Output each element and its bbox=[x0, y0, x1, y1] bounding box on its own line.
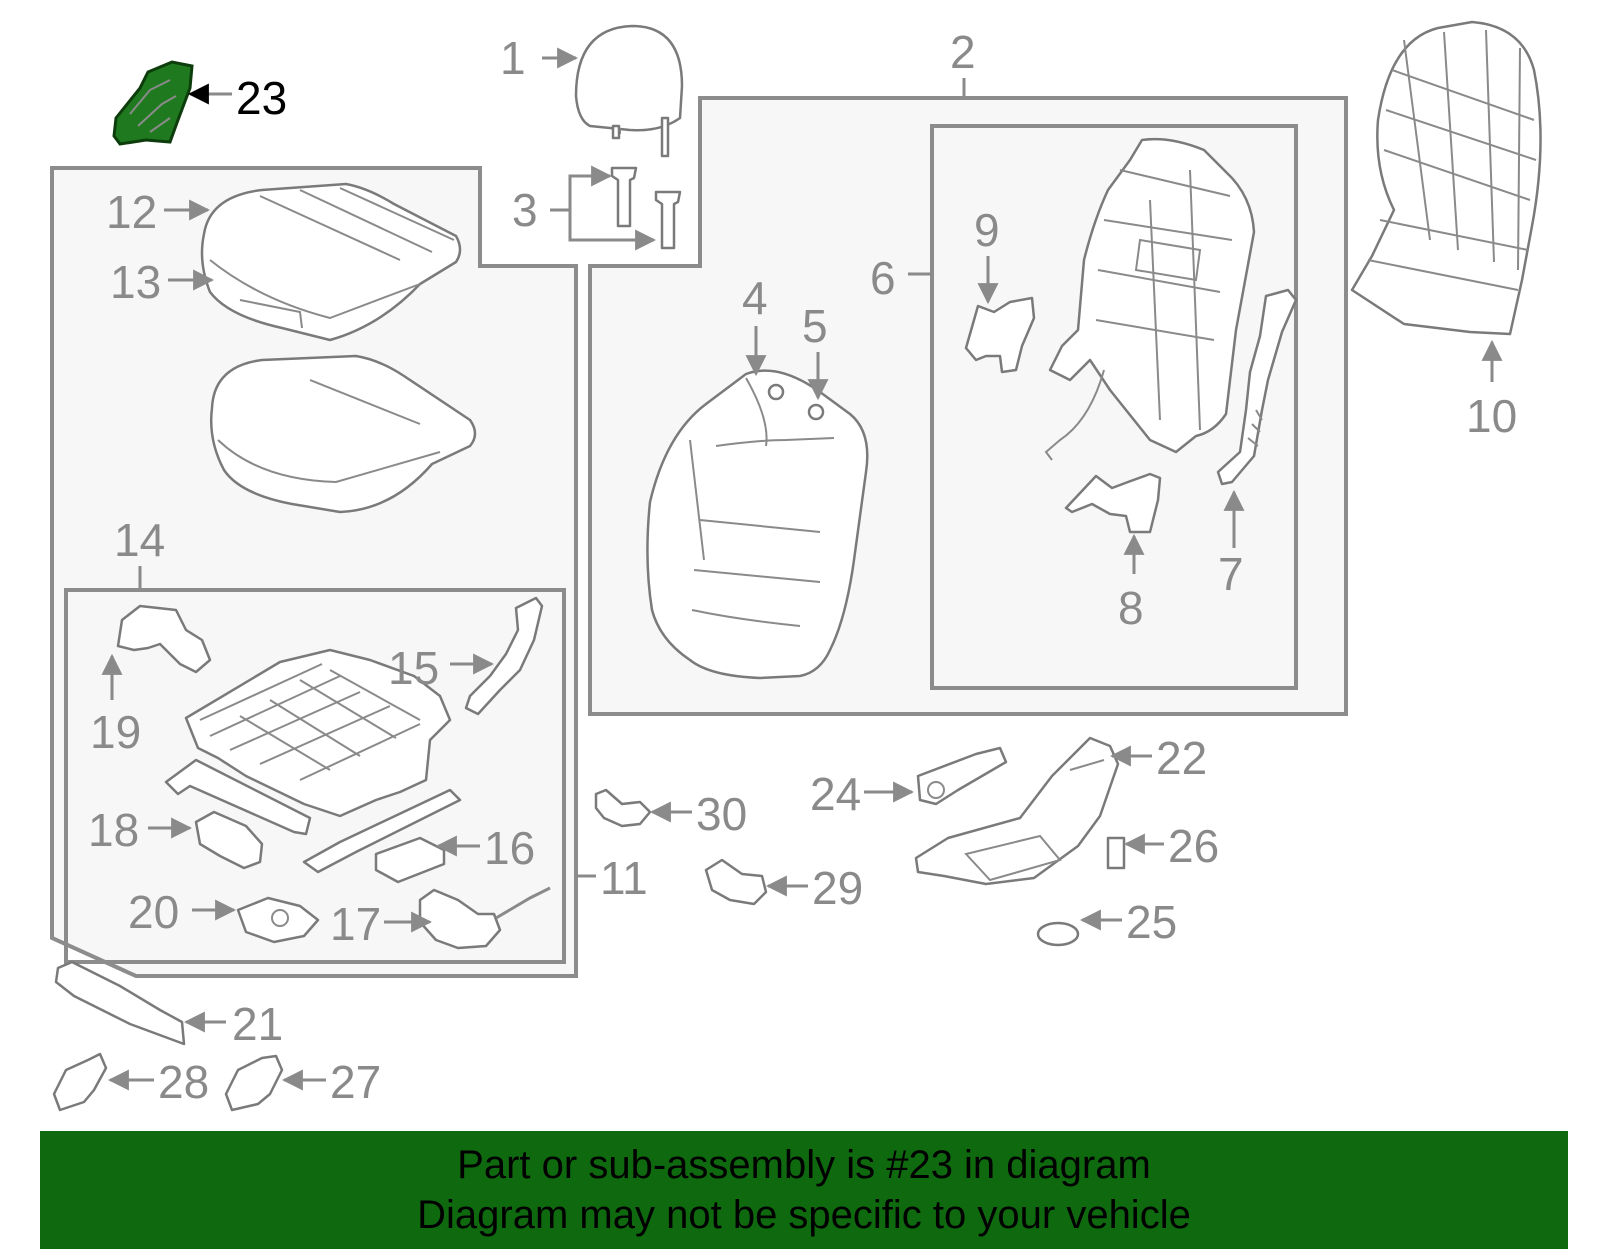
callout-7: 7 bbox=[1218, 548, 1244, 600]
part-8-bracket bbox=[1064, 472, 1162, 534]
part-26-clip bbox=[1106, 836, 1126, 870]
callout-21: 21 bbox=[232, 998, 283, 1050]
part-21-side-trim bbox=[54, 960, 186, 1046]
callout-29: 29 bbox=[812, 862, 863, 914]
callout-27: 27 bbox=[330, 1056, 381, 1108]
part-16-module bbox=[374, 836, 446, 884]
track-rail-right bbox=[302, 788, 462, 874]
part-30-cap bbox=[594, 788, 652, 828]
part-14-seat-track-frame bbox=[184, 648, 452, 818]
callout-2: 2 bbox=[950, 26, 976, 78]
track-rail-left bbox=[164, 758, 312, 836]
part-24-switch bbox=[916, 746, 1008, 806]
callout-4: 4 bbox=[742, 272, 768, 324]
part-28-cover bbox=[52, 1052, 108, 1112]
part-9-bracket bbox=[964, 296, 1036, 374]
part-7-seatback-trim bbox=[1216, 288, 1298, 486]
part-29-cap bbox=[704, 858, 768, 906]
part-20-gear bbox=[236, 896, 320, 944]
callout-30: 30 bbox=[696, 788, 747, 840]
callout-8: 8 bbox=[1118, 582, 1144, 634]
part-info-banner: Part or sub-assembly is #23 in diagram D… bbox=[40, 1131, 1568, 1249]
callout-12: 12 bbox=[106, 186, 157, 238]
callout-18: 18 bbox=[88, 804, 139, 856]
callout-11: 11 bbox=[600, 852, 648, 904]
part-1-headrest bbox=[574, 24, 684, 132]
callout-26: 26 bbox=[1168, 820, 1219, 872]
callout-13: 13 bbox=[110, 256, 161, 308]
callout-24: 24 bbox=[810, 768, 861, 820]
callout-1: 1 bbox=[500, 32, 526, 84]
callout-3: 3 bbox=[512, 184, 538, 236]
callout-5: 5 bbox=[802, 300, 828, 352]
track-subassembly-box bbox=[64, 588, 566, 964]
callout-25: 25 bbox=[1126, 896, 1177, 948]
part-23-cover-highlighted bbox=[112, 60, 194, 146]
callout-14: 14 bbox=[114, 514, 165, 566]
part-27-cover bbox=[224, 1054, 284, 1112]
banner-disclaimer: Diagram may not be specific to your vehi… bbox=[417, 1193, 1191, 1237]
banner-part-note: Part or sub-assembly is #23 in diagram bbox=[457, 1143, 1151, 1187]
frame-subassembly-box bbox=[930, 124, 1298, 690]
callout-19: 19 bbox=[90, 706, 141, 758]
callout-22: 22 bbox=[1156, 732, 1207, 784]
callout-23: 23 bbox=[236, 72, 287, 124]
callout-6: 6 bbox=[870, 252, 896, 304]
callout-17: 17 bbox=[330, 898, 381, 950]
part-15-cable bbox=[464, 596, 544, 716]
callout-15: 15 bbox=[388, 642, 439, 694]
callout-20: 20 bbox=[128, 886, 179, 938]
seat-parts-diagram: 1 2 3 4 5 6 7 8 9 10 11 12 13 14 15 16 1… bbox=[50, 20, 1542, 1112]
part-22-side-shield bbox=[914, 736, 1120, 886]
callout-9: 9 bbox=[974, 204, 1000, 256]
part-17-motor bbox=[418, 888, 502, 950]
part-3-headrest-guide bbox=[610, 166, 638, 228]
part-25-ring bbox=[1036, 921, 1080, 947]
part-18-motor bbox=[194, 810, 264, 870]
callout-28: 28 bbox=[158, 1056, 209, 1108]
part-6-seatback-frame bbox=[1048, 137, 1256, 454]
callout-10: 10 bbox=[1466, 390, 1517, 442]
leader-lines bbox=[101, 47, 1503, 1091]
callout-16: 16 bbox=[484, 822, 535, 874]
part-19-motor bbox=[116, 604, 212, 674]
